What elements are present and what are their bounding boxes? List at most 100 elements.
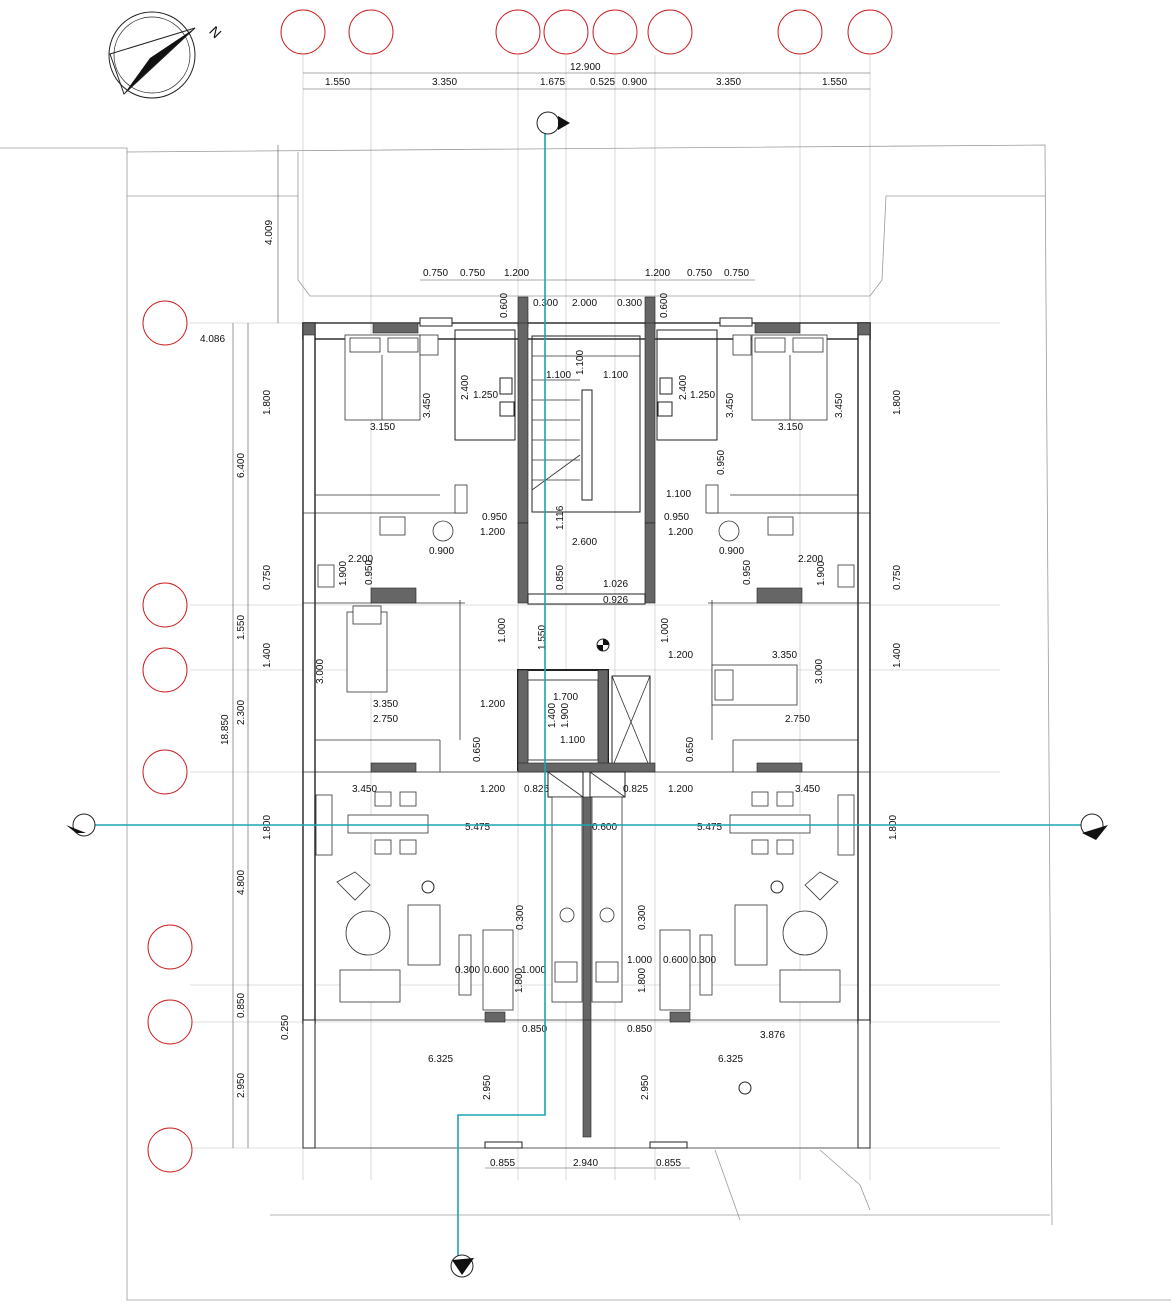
dim-living: 1.800 — [514, 968, 525, 993]
bedroom-upper-left: 3.150 3.450 0.950 1.200 — [315, 334, 507, 538]
north-label: N — [206, 23, 224, 41]
dim-room: 3.450 — [834, 393, 845, 418]
dim-living: 1.800 — [637, 968, 648, 993]
top-dimensions: 12.900 1.550 3.350 1.675 0.525 0.900 3.3… — [303, 62, 870, 90]
dim-room: 3.450 — [725, 393, 736, 418]
dim-room: 0.950 — [742, 560, 753, 585]
dim-bath: 2.400 — [460, 375, 471, 400]
dim-top: 0.525 — [590, 77, 615, 88]
dim-left: 0.250 — [280, 1015, 291, 1040]
dim-upper: 1.200 — [504, 268, 529, 279]
dim-top: 1.550 — [325, 77, 350, 88]
dim-living: 0.300 — [637, 905, 648, 930]
elevator-dimensions: 1.700 1.400 1.900 1.100 — [547, 692, 585, 746]
dim-elevator: 1.100 — [560, 735, 585, 746]
dim-living: 1.200 — [480, 784, 505, 795]
dim-total-width: 12.900 — [570, 62, 601, 73]
dim-bottom: 0.855 — [656, 1158, 681, 1169]
dim-elevator: 1.400 — [547, 703, 558, 728]
dim-living: 3.450 — [352, 784, 377, 795]
dim-upper: 0.750 — [724, 268, 749, 279]
dim-living: 0.850 — [627, 1024, 652, 1035]
dim-room: 3.450 — [422, 393, 433, 418]
dim-living: 2.950 — [482, 1075, 493, 1100]
dim-living: 3.450 — [795, 784, 820, 795]
left-dimensions: 4.009 4.086 18.850 6.400 0.750 1.550 2.3… — [200, 145, 291, 1148]
dim-living: 1.000 — [627, 955, 652, 966]
dim-living: 0.300 — [691, 955, 716, 966]
dim-top: 0.900 — [622, 77, 647, 88]
staircase: 1.100 1.100 1.100 1.116 2.600 0.850 1.02… — [497, 335, 671, 652]
bedroom-lower-right: 3.350 3.000 1.200 2.750 0.650 — [668, 650, 858, 762]
dim-left: 6.400 — [236, 453, 247, 478]
dim-window-left: 1.400 — [262, 643, 273, 668]
dim-center: 0.600 — [592, 822, 617, 833]
north-arrow-icon: N — [108, 11, 225, 99]
dim-living: 3.876 — [760, 1030, 785, 1041]
dim-room: 2.200 — [798, 554, 823, 565]
dim-room: 2.200 — [348, 554, 373, 565]
dim-left-offset: 4.086 — [200, 334, 225, 345]
dim-room: 1.900 — [816, 561, 827, 586]
dim-room: 0.900 — [719, 546, 744, 557]
dim-left: 1.550 — [236, 615, 247, 640]
dim-elevator: 1.700 — [553, 692, 578, 703]
dim-room: 0.650 — [472, 737, 483, 762]
building-walls — [302, 296, 871, 1149]
dim-window-left: 1.800 — [262, 815, 273, 840]
dim-upper: 0.750 — [423, 268, 448, 279]
dim-stair: 0.926 — [603, 595, 628, 606]
dim-living: 0.300 — [515, 905, 526, 930]
dim-upper: 1.200 — [645, 268, 670, 279]
dim-living: 2.950 — [640, 1075, 651, 1100]
dim-top: 1.550 — [822, 77, 847, 88]
dim-room: 0.900 — [429, 546, 454, 557]
bedroom-upper-right: 3.150 3.450 3.450 0.950 1.100 0.950 1.20… — [664, 334, 858, 538]
dim-room: 0.950 — [664, 512, 689, 523]
dim-upper: 0.750 — [687, 268, 712, 279]
dim-living: 0.600 — [663, 955, 688, 966]
dim-window-right: 0.750 — [892, 565, 903, 590]
wet-area-right: 0.900 2.200 0.950 1.900 — [718, 516, 855, 588]
dim-room: 3.000 — [315, 659, 326, 684]
dim-living: 0.850 — [522, 1024, 547, 1035]
dim-living: 6.325 — [718, 1054, 743, 1065]
dim-stair-top: 2.000 — [572, 298, 597, 309]
dim-bottom: 2.940 — [573, 1158, 598, 1169]
dim-upper: 0.750 — [460, 268, 485, 279]
dim-living: 6.325 — [428, 1054, 453, 1065]
dim-top: 1.675 — [540, 77, 565, 88]
dim-living: 5.475 — [697, 822, 722, 833]
dim-room: 2.750 — [373, 714, 398, 725]
dim-room: 0.950 — [364, 560, 375, 585]
dim-elevator: 1.900 — [560, 703, 571, 728]
dim-room: 3.150 — [370, 422, 395, 433]
wet-area-left: 0.900 2.200 0.950 1.900 — [317, 516, 454, 588]
dim-window-right: 1.400 — [892, 643, 903, 668]
dim-top: 3.350 — [432, 77, 457, 88]
dim-living: 1.200 — [668, 784, 693, 795]
dim-room: 3.000 — [814, 659, 825, 684]
dim-left: 4.800 — [236, 870, 247, 895]
dim-living: 0.300 — [455, 965, 480, 976]
section-marker-icon — [450, 1254, 474, 1278]
dim-total-height: 18.850 — [220, 714, 231, 745]
dim-stair-top: 0.300 — [617, 298, 642, 309]
dim-stair: 0.850 — [555, 565, 566, 590]
dim-stair-top: 0.600 — [499, 293, 510, 318]
grid-axis-bubbles-left — [142, 300, 193, 1173]
dim-site-offset: 4.009 — [264, 220, 275, 245]
section-marker-icon — [66, 813, 96, 837]
dim-bath: 2.400 — [678, 375, 689, 400]
kitchen-counters: 0.600 — [551, 796, 623, 1003]
dim-bath: 1.250 — [690, 390, 715, 401]
dim-bottom: 0.855 — [490, 1158, 515, 1169]
dim-window-left: 1.800 — [262, 390, 273, 415]
grid-axis-bubbles-top — [280, 9, 893, 55]
living-area-left: 3.450 1.200 0.825 5.475 0.300 0.300 0.60… — [315, 784, 549, 1100]
dim-stair: 1.100 — [575, 350, 586, 375]
dim-top: 3.350 — [716, 77, 741, 88]
dim-room: 2.750 — [785, 714, 810, 725]
bottom-dimensions: 0.855 2.940 0.855 — [485, 1158, 690, 1169]
dim-room: 0.650 — [685, 737, 696, 762]
